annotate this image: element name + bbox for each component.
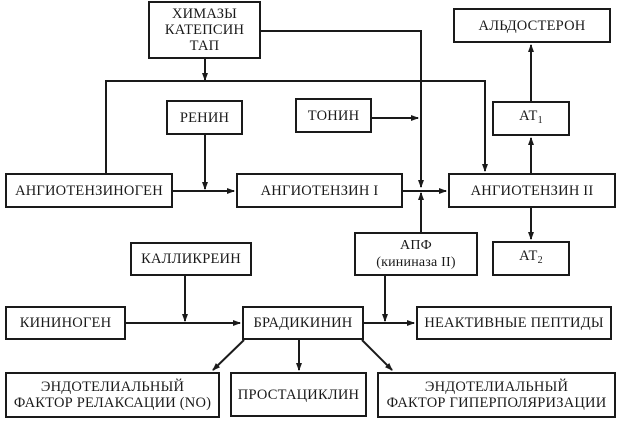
- node-ace-line-1: АПФ: [400, 238, 432, 253]
- node-chymase-line-3: ТАП: [189, 38, 220, 54]
- node-aldosterone-label: АЛЬДОСТЕРОН: [478, 17, 586, 34]
- node-at1-base: АТ: [519, 108, 538, 124]
- node-chymase-line-2: КАТЕПСИН: [164, 22, 245, 38]
- node-inactive-peptides: НЕАКТИВНЫЕ ПЕПТИДЫ: [416, 306, 612, 340]
- line-angiotensinogen-bus: [105, 80, 488, 173]
- node-at2-base: АТ: [519, 248, 538, 264]
- node-bradykinin: БРАДИКИНИН: [242, 306, 364, 340]
- node-at2: АТ2: [492, 241, 570, 276]
- node-tonin: ТОНИН: [295, 98, 372, 133]
- node-chymase-line-1: ХИМАЗЫ: [171, 6, 238, 22]
- arrow-bradykinin-to-edhf: [361, 339, 393, 371]
- node-at2-label: АТ2: [519, 248, 543, 269]
- node-kininogen: КИНИНОГЕН: [5, 306, 126, 340]
- node-angiotensinogen: АНГИОТЕНЗИНОГЕН: [5, 173, 173, 208]
- node-kininogen-label: КИНИНОГЕН: [19, 315, 112, 331]
- node-tonin-label: ТОНИН: [307, 107, 360, 124]
- node-inactive-peptides-label: НЕАКТИВНЫЕ ПЕПТИДЫ: [424, 315, 604, 331]
- node-ace: АПФ (кининаза II): [354, 232, 478, 276]
- node-at1: АТ1: [492, 101, 570, 136]
- node-angiotensinogen-label: АНГИОТЕНЗИНОГЕН: [15, 182, 163, 199]
- node-prostacyclin-label: ПРОСТАЦИКЛИН: [237, 386, 360, 403]
- node-edhf-line-2: ФАКТОР ГИПЕРПОЛЯРИЗАЦИИ: [386, 395, 607, 411]
- node-chymase: ХИМАЗЫ КАТЕПСИН ТАП: [148, 1, 261, 59]
- node-renin-label: РЕНИН: [179, 109, 230, 126]
- node-at1-sub: 1: [537, 115, 543, 126]
- node-bradykinin-label: БРАДИКИНИН: [253, 315, 353, 331]
- node-edrf-line-2: ФАКТОР РЕЛАКСАЦИИ (NO): [13, 395, 212, 411]
- arrow-bradykinin-to-edrf: [212, 339, 245, 371]
- node-angiotensin1: АНГИОТЕНЗИН I: [236, 173, 403, 208]
- node-edrf: ЭНДОТЕЛИАЛЬНЫЙ ФАКТОР РЕЛАКСАЦИИ (NO): [5, 372, 220, 418]
- node-renin: РЕНИН: [166, 100, 243, 135]
- node-edhf-line-1: ЭНДОТЕЛИАЛЬНЫЙ: [424, 379, 569, 395]
- node-edrf-line-1: ЭНДОТЕЛИАЛЬНЫЙ: [40, 379, 185, 395]
- node-angiotensin1-label: АНГИОТЕНЗИН I: [260, 182, 379, 199]
- node-aldosterone: АЛЬДОСТЕРОН: [453, 8, 611, 43]
- node-prostacyclin: ПРОСТАЦИКЛИН: [230, 372, 367, 417]
- node-at2-sub: 2: [537, 255, 543, 266]
- arrow-chymase-to-junction: [261, 30, 424, 188]
- node-at1-label: АТ1: [519, 108, 543, 129]
- node-angiotensin2: АНГИОТЕНЗИН II: [448, 173, 616, 208]
- node-kallikrein: КАЛЛИКРЕИН: [130, 242, 252, 276]
- node-edhf: ЭНДОТЕЛИАЛЬНЫЙ ФАКТОР ГИПЕРПОЛЯРИЗАЦИИ: [377, 372, 616, 418]
- node-ace-line-2: (кининаза II): [376, 255, 456, 270]
- node-kallikrein-label: КАЛЛИКРЕИН: [141, 251, 241, 267]
- node-angiotensin2-label: АНГИОТЕНЗИН II: [470, 182, 594, 199]
